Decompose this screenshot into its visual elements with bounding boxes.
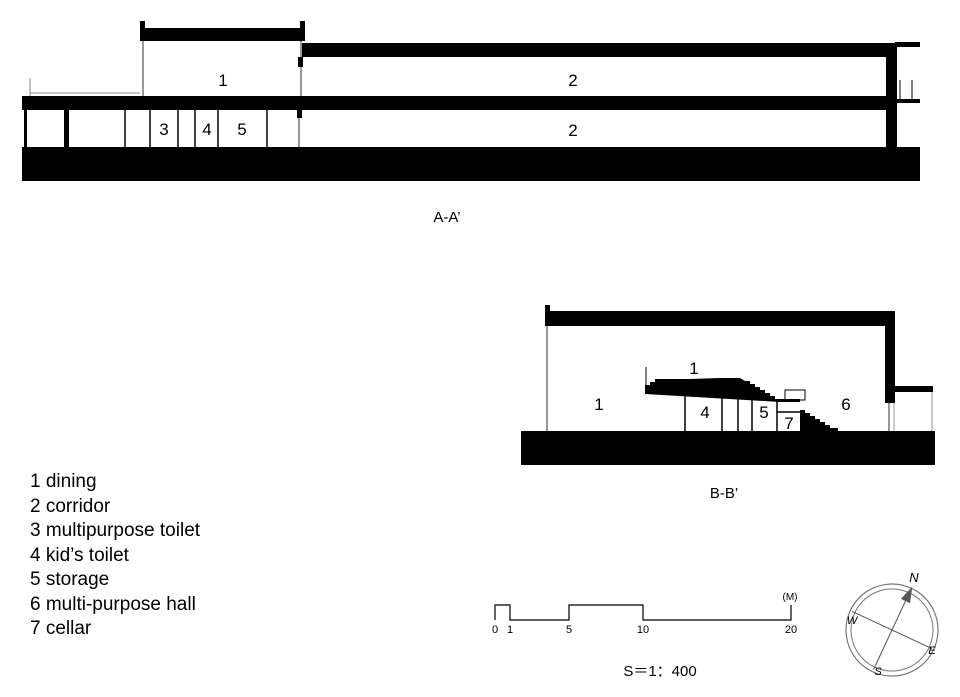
compass-west-label: W [847,615,859,627]
bb-room-1-top-label: 1 [689,359,698,378]
aa-column-right [886,55,897,147]
aa-floor-slab-right [145,96,890,110]
bb-roof-parapet-left [545,305,550,314]
bb-mezzanine [645,378,800,402]
section-aa: 1 2 3 4 5 2 A-A’ [22,21,920,226]
bb-wall-right [885,311,895,403]
legend-item-cellar: 7 cellar [30,618,92,639]
aa-room-2-lower-label: 2 [568,121,577,140]
compass: N E S W [845,570,939,678]
legend-item-multipurpose-toilet: 3 multipurpose toilet [30,520,201,541]
legend-item-multi-purpose-hall: 6 multi-purpose hall [30,593,196,615]
bb-room-6-label: 6 [841,395,850,414]
aa-room-4-label: 4 [202,120,211,139]
aa-roof-corridor [300,43,897,57]
bb-room-7-label: 7 [784,414,793,433]
aa-ground-slab [22,147,920,181]
bb-roof [545,311,895,326]
compass-south-label: S [874,666,882,678]
bb-canopy-right [895,386,933,392]
aa-floor-slab-left [22,96,145,110]
scale-tick-1: 1 [507,624,513,636]
north-arrow-icon [900,586,913,604]
bb-room-5-label: 5 [759,403,768,422]
compass-ring-inner [850,588,934,672]
aa-canopy-right [897,99,920,103]
bb-room-1-left-label: 1 [594,395,603,414]
scale-bar: (M) 0 1 5 10 20 S＝1：400 [492,592,798,680]
aa-wall-lower-2 [64,110,69,147]
section-bb-title: B-B’ [710,485,738,502]
scale-tick-5: 5 [566,624,572,636]
aa-room-1-label: 1 [218,71,227,90]
aa-roof-dining-parapet-right [300,21,305,31]
aa-roof-dining-parapet-left [140,21,145,31]
room-legend: 1 dining 2 corridor 3 multipurpose toile… [30,470,200,642]
compass-ring-outer [845,583,939,677]
section-aa-title: A-A’ [433,209,460,226]
bb-ground-slab [521,431,935,465]
aa-roof-dining [140,28,305,41]
scale-bar-unit: (M) [783,592,798,603]
bb-room-4-label: 4 [700,403,709,422]
scale-tick-0: 0 [492,624,498,636]
aa-roof-eave [895,42,920,47]
compass-east-label: E [928,645,936,657]
aa-room-2-upper-label: 2 [568,71,577,90]
bb-guard-rail [784,389,806,401]
scale-tick-20: 20 [785,624,797,636]
scale-tick-10: 10 [637,624,649,636]
bb-stair [800,410,838,431]
compass-north-label: N [909,570,919,585]
aa-post-upper [298,57,303,67]
legend-item-kids-toilet: 4 kid’s toilet [30,544,129,566]
aa-post-lower [297,110,302,118]
scale-ratio: S＝1：400 [623,663,696,680]
scale-bar-line [494,604,792,621]
aa-wall-lower-1 [24,110,27,147]
aa-room-5-label: 5 [237,120,246,139]
section-bb: 1 1 4 5 7 6 B-B’ [521,305,935,502]
legend-item-corridor: 2 corridor [30,495,111,517]
legend-item-storage: 5 storage [30,569,110,590]
compass-ew-axis [851,610,933,650]
legend-item-dining: 1 dining [30,471,97,492]
aa-room-3-label: 3 [159,120,168,139]
